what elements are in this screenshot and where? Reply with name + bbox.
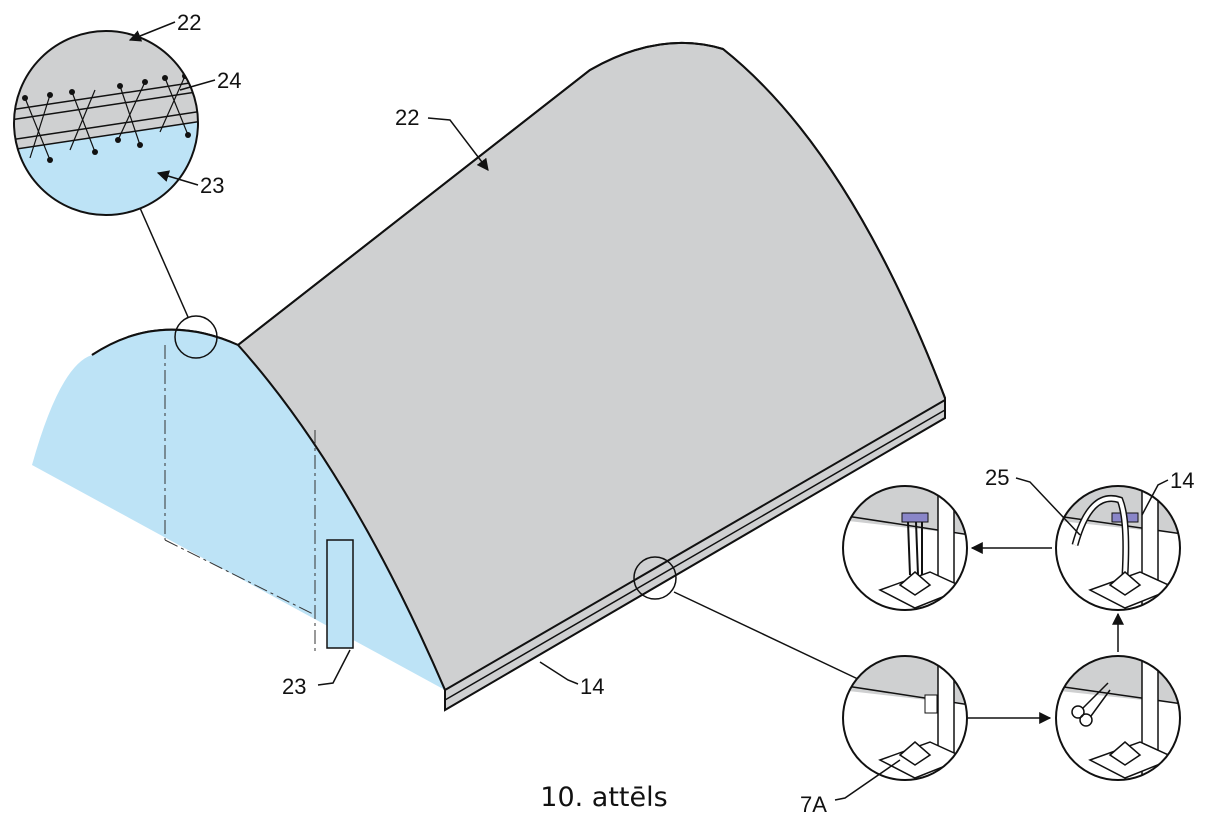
label-end-wall-detail: 23 xyxy=(200,173,224,198)
end-wall-arch xyxy=(91,328,446,691)
label-roof-top: 22 xyxy=(177,10,201,35)
label-base-rail-detail: 14 xyxy=(1170,468,1194,493)
detail-seam xyxy=(13,30,199,216)
detail-marker-seam xyxy=(174,315,218,359)
label-end-wall-main: 23 xyxy=(282,674,306,699)
end-wall-frame-line xyxy=(164,539,316,616)
figure-caption: 10. attēls xyxy=(540,782,668,813)
label-seam: 24 xyxy=(217,68,241,93)
label-anchor: 7A xyxy=(800,792,827,817)
greenhouse xyxy=(32,41,946,712)
roof-ridge-line xyxy=(237,41,946,399)
label-base-rail: 14 xyxy=(580,674,604,699)
detail-strap-wrap xyxy=(1055,485,1181,611)
leader-lines xyxy=(128,21,1169,801)
door xyxy=(326,539,354,649)
base-rail xyxy=(444,399,946,691)
detail-cut xyxy=(1055,655,1181,781)
base-rail xyxy=(444,409,946,701)
detail-strap-fixed xyxy=(842,485,968,611)
scissors-icon xyxy=(1071,682,1111,727)
label-strap: 25 xyxy=(985,465,1009,490)
detail-marker-rail xyxy=(633,556,677,600)
process-arrows xyxy=(968,542,1124,724)
detail-anchor xyxy=(842,655,968,781)
label-roof-main: 22 xyxy=(395,105,419,130)
callout-lines xyxy=(139,207,861,681)
base-rail xyxy=(444,417,946,711)
